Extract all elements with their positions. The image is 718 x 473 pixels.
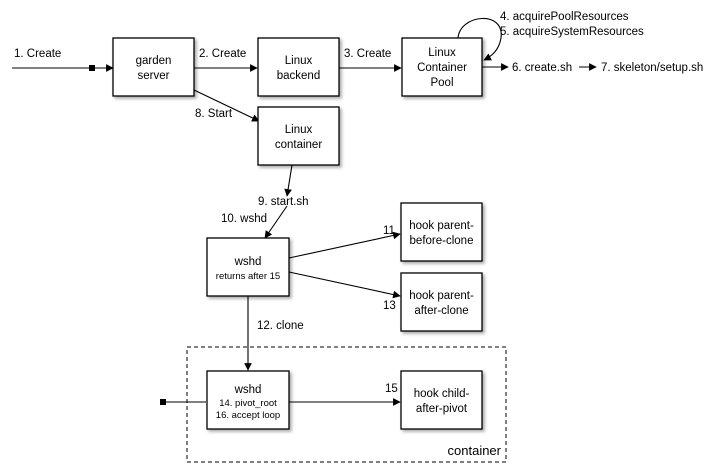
edge-acquire-system-label: 5. acquireSystemResources xyxy=(500,26,644,38)
edge-acquire-pool-label: 4. acquirePoolResources xyxy=(500,11,629,23)
edge-start-8 xyxy=(193,89,260,122)
node-hook-child-line2: after-pivot xyxy=(416,403,468,415)
node-pool-line3: Pool xyxy=(430,77,453,89)
node-hook-after-line1: hook parent- xyxy=(409,290,474,302)
node-wshd-child-line1: wshd xyxy=(234,384,262,396)
node-linux-container-pool: Linux Container Pool xyxy=(401,37,483,97)
node-hook-before-line1: hook parent- xyxy=(409,220,474,232)
node-hook-parent-before-clone: hook parent- before-clone xyxy=(400,202,483,262)
node-wshd-child: wshd 14. pivot_root 16. accept loop xyxy=(206,370,290,430)
edge-clone-12-label: 12. clone xyxy=(257,320,304,332)
edge-wshd-10 xyxy=(264,205,288,239)
node-linux-backend-line2: backend xyxy=(277,70,320,82)
node-wshd-parent-line2: returns after 15 xyxy=(216,271,280,282)
node-linux-container-line1: Linux xyxy=(285,124,313,136)
edge-create-2-label: 2. Create xyxy=(199,48,246,60)
node-linux-container-line2: container xyxy=(275,139,322,151)
node-hook-child-line1: hook child- xyxy=(414,388,470,400)
node-hook-before-line2: before-clone xyxy=(410,235,474,247)
edge-start-sh xyxy=(284,164,293,197)
edge-create-1-label: 1. Create xyxy=(14,48,61,60)
edge-setup-sh-label: 7. skeleton/setup.sh xyxy=(601,62,703,74)
node-linux-backend-line1: Linux xyxy=(285,55,313,67)
edge-create-sh-label: 6. create.sh xyxy=(512,62,572,74)
node-garden-server-line1: garden xyxy=(136,55,172,67)
node-garden-server-line2: server xyxy=(138,70,170,82)
edge-step-11 xyxy=(288,231,401,259)
container-label: container xyxy=(448,443,502,458)
child-entry-marker xyxy=(160,399,166,405)
node-linux-backend: Linux backend xyxy=(257,37,340,97)
node-pool-line1: Linux xyxy=(428,47,456,59)
node-hook-child-after-pivot: hook child- after-pivot xyxy=(400,370,483,430)
node-wshd-child-line3: 16. accept loop xyxy=(216,410,280,421)
edge-pool-self-loop xyxy=(457,17,502,61)
node-wshd-parent: wshd returns after 15 xyxy=(206,237,290,297)
edge-wshd-10-label: 10. wshd xyxy=(221,213,267,225)
edge-step-15-label: 15 xyxy=(385,383,398,395)
edge-start-8-label: 8. Start xyxy=(195,108,233,120)
node-pool-line2: Container xyxy=(417,62,467,74)
edge-step-13-label: 13 xyxy=(383,300,396,312)
edge-create-1-start-marker xyxy=(89,65,95,71)
node-garden-server: garden server xyxy=(112,37,195,97)
node-wshd-parent-line1: wshd xyxy=(234,256,262,268)
node-hook-after-line2: after-clone xyxy=(414,305,468,317)
edge-create-3-label: 3. Create xyxy=(344,48,391,60)
edge-step-13 xyxy=(288,271,401,299)
edge-step-11-label: 11 xyxy=(383,225,395,237)
node-wshd-child-line2: 14. pivot_root xyxy=(219,398,277,409)
node-hook-parent-after-clone: hook parent- after-clone xyxy=(400,272,483,332)
node-linux-container: Linux container xyxy=(257,106,340,166)
edge-start-sh-label: 9. start.sh xyxy=(258,196,309,208)
